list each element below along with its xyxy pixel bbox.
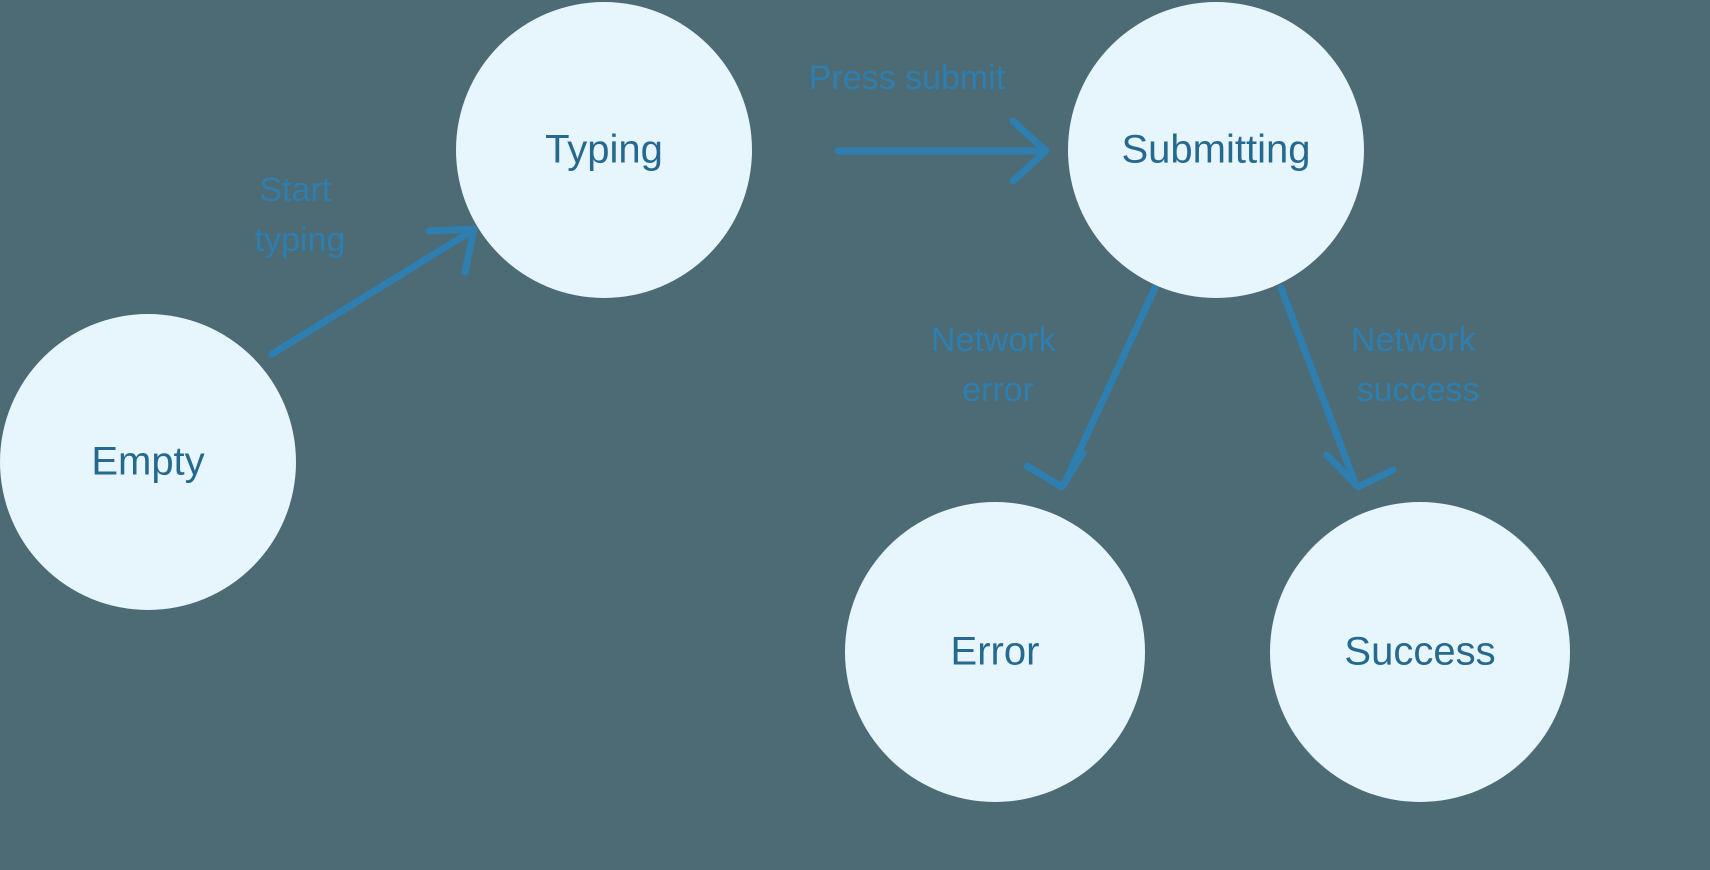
edge-submitting-to-success[interactable] xyxy=(1277,284,1397,491)
edge-submitting-to-error-line xyxy=(1062,284,1159,484)
edge-label-start-typing-line2: typing xyxy=(255,221,346,259)
edge-label-press-submit: Press submit xyxy=(809,59,1006,97)
edge-typing-to-submitting[interactable] xyxy=(834,117,1050,185)
edge-label-start-typing: Start typing xyxy=(255,171,346,259)
node-submitting[interactable]: Submitting xyxy=(1068,2,1364,298)
edge-typing-to-submitting-arrowhead xyxy=(1009,117,1050,185)
edge-label-network-success: Network success xyxy=(1351,321,1485,409)
node-error-circle xyxy=(845,502,1145,802)
node-error-label: Error xyxy=(951,630,1040,674)
edge-label-network-success-line2: success xyxy=(1357,371,1480,409)
edge-submitting-to-error[interactable] xyxy=(1023,284,1159,491)
node-typing-circle xyxy=(456,2,752,298)
edge-label-network-error-line2: error xyxy=(962,371,1034,409)
node-empty-label: Empty xyxy=(91,440,204,484)
edge-submitting-to-error-arrowhead xyxy=(1023,449,1087,491)
edge-label-network-success-line1: Network xyxy=(1351,321,1477,359)
node-error[interactable]: Error xyxy=(845,502,1145,802)
node-submitting-label: Submitting xyxy=(1122,128,1311,172)
edge-label-network-error-line1: Network xyxy=(931,321,1057,359)
edge-label-network-error: Network error xyxy=(931,321,1065,409)
edge-label-start-typing-line1: Start xyxy=(259,171,331,209)
node-success[interactable]: Success xyxy=(1270,502,1570,802)
node-empty-circle xyxy=(0,314,296,610)
node-submitting-circle xyxy=(1068,2,1364,298)
edge-submitting-to-success-line xyxy=(1277,284,1358,484)
node-empty[interactable]: Empty xyxy=(0,314,296,610)
edge-label-press-submit-line1: Press submit xyxy=(809,59,1006,97)
edge-empty-to-typing[interactable] xyxy=(268,225,478,358)
node-typing-label: Typing xyxy=(545,128,663,172)
node-success-label: Success xyxy=(1344,630,1495,674)
edge-submitting-to-success-arrowhead xyxy=(1323,451,1397,491)
node-success-circle xyxy=(1270,502,1570,802)
node-typing[interactable]: Typing xyxy=(456,2,752,298)
edge-empty-to-typing-arrowhead xyxy=(425,225,478,276)
edge-empty-to-typing-line xyxy=(268,228,474,358)
